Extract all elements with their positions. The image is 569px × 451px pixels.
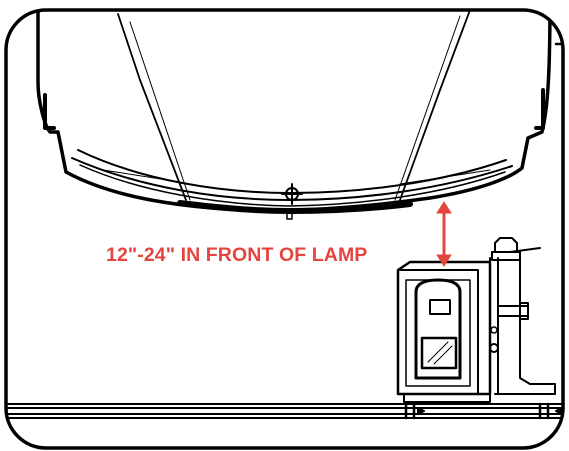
diagram-frame <box>4 8 565 450</box>
distance-arrow <box>436 201 452 267</box>
floor-rail <box>6 402 563 420</box>
vehicle-front <box>36 10 563 220</box>
headlamp-aimer <box>396 237 556 403</box>
distance-callout: 12"-24" IN FRONT OF LAMP <box>106 244 368 266</box>
